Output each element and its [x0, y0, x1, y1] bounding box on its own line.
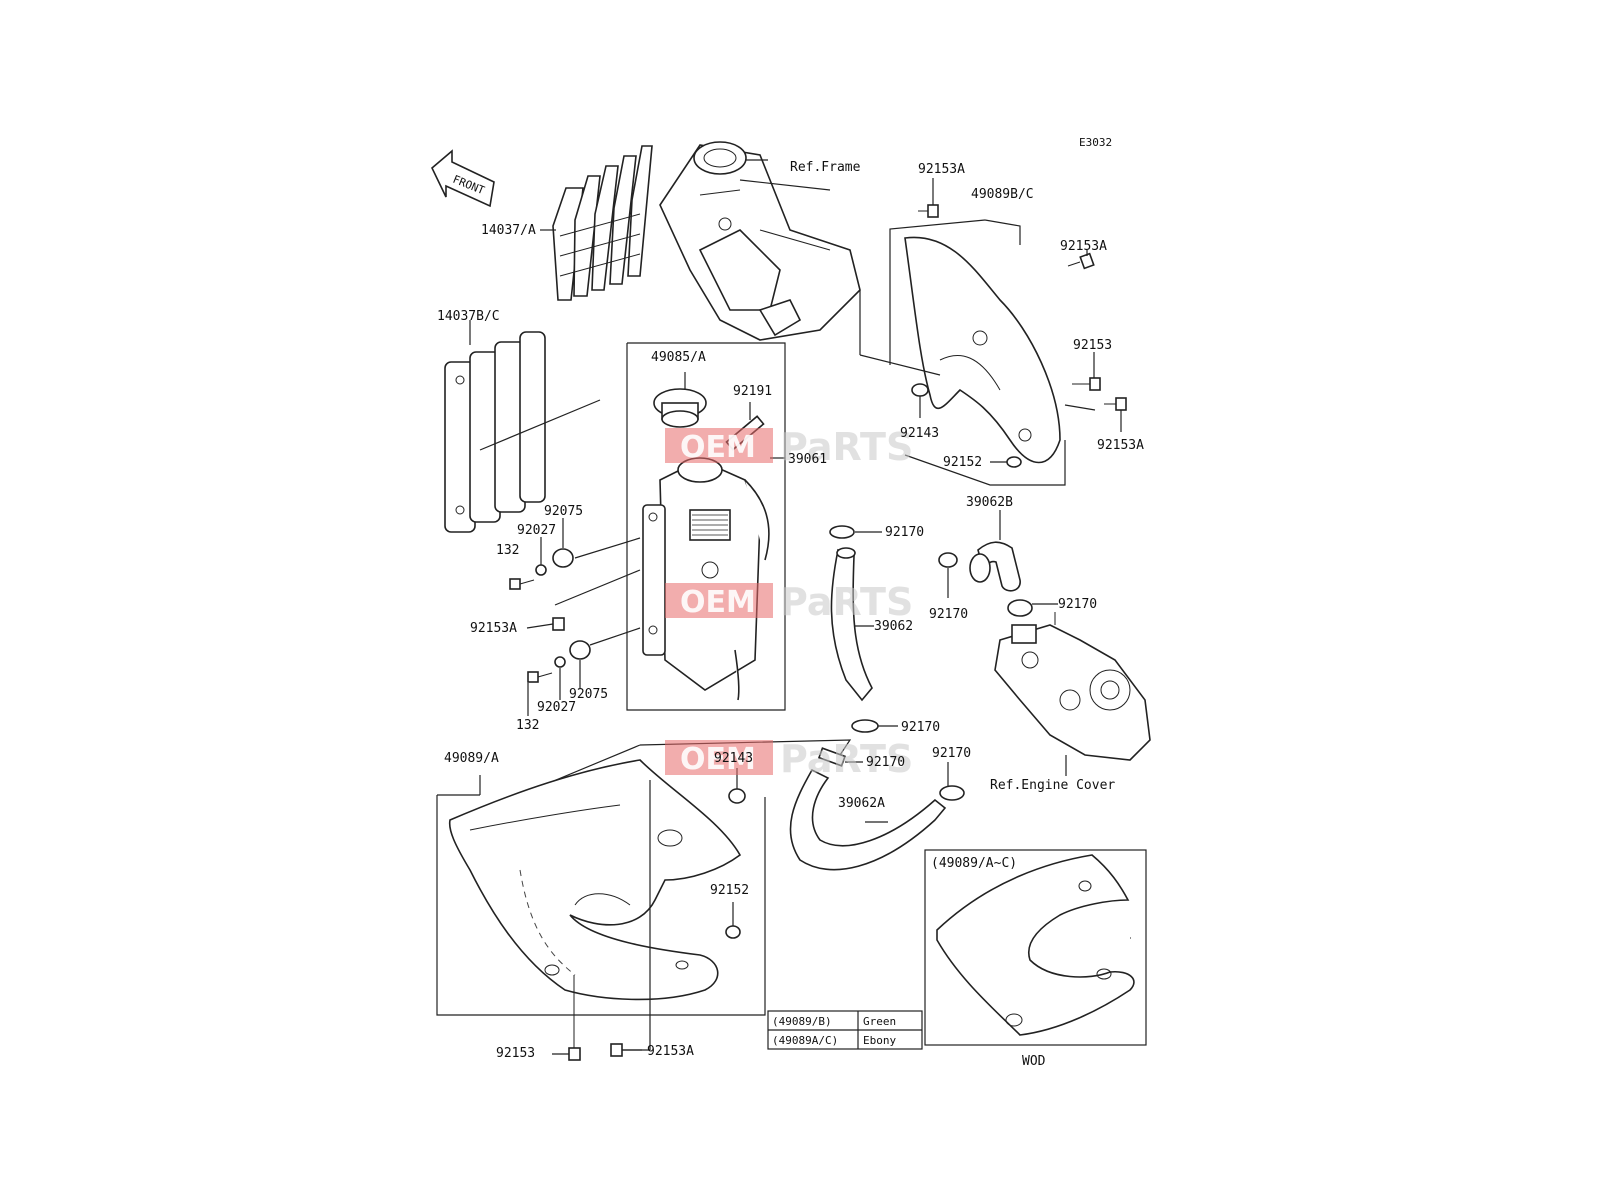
label-92075-upper: 92075 — [544, 504, 583, 519]
bolt-92153-right — [1072, 377, 1101, 391]
front-arrow-icon: FRONT — [431, 149, 495, 208]
label-39062: 39062 — [874, 619, 913, 634]
label-92153a-left: 92153A — [470, 621, 517, 636]
bolt-132-upper — [509, 578, 535, 590]
bolt-92153a-left — [552, 617, 565, 631]
label-14037a: 14037/A — [481, 223, 536, 238]
collar-92152-left — [725, 925, 741, 939]
label-92170-e: 92170 — [866, 755, 905, 770]
hose-clamp-92170-a — [829, 525, 855, 539]
watermark-3: OEM PaRTS — [665, 737, 913, 781]
radiator-shroud-right — [904, 236, 1061, 464]
svg-text:OEM: OEM — [680, 430, 756, 465]
label-92153a-bottom: 92153A — [647, 1044, 694, 1059]
radiator-cap — [653, 388, 707, 428]
frame-reference — [659, 141, 861, 341]
label-ref-frame: Ref.Frame — [790, 160, 861, 175]
bolt-92153a-top — [918, 204, 939, 218]
radiator-shroud-left — [448, 759, 742, 1001]
label-inset-title: (49089/A~C) — [931, 856, 1017, 871]
color-table-part-1: (49089/B) — [772, 1015, 832, 1028]
hose-39062 — [830, 547, 873, 702]
label-92170-c: 92170 — [1058, 597, 1097, 612]
label-92027-lower: 92027 — [537, 700, 576, 715]
svg-text:OEM: OEM — [680, 742, 756, 777]
label-92153-bottom: 92153 — [496, 1046, 535, 1061]
color-table-color-1: Green — [863, 1015, 896, 1028]
svg-text:PaRTS: PaRTS — [780, 580, 913, 624]
label-92143-right: 92143 — [900, 426, 939, 441]
label-92170-a: 92170 — [885, 525, 924, 540]
diagram-code: E3032 — [1079, 136, 1112, 149]
label-49089a: 49089/A — [444, 751, 499, 766]
grommet-92075-lower — [569, 640, 591, 660]
label-132-lower: 132 — [516, 718, 539, 733]
radiator-guard-top — [552, 145, 653, 301]
radiator-guard-side — [444, 331, 546, 533]
hose-clamp-92170-d — [851, 719, 879, 733]
label-39061: 39061 — [788, 452, 827, 467]
bolt-92153a-right-2 — [1104, 397, 1127, 411]
svg-text:OEM: OEM — [680, 585, 756, 620]
hose-clamp-92170-c — [1007, 599, 1033, 617]
label-92170-b: 92170 — [929, 607, 968, 622]
inset-shroud-view — [924, 849, 1147, 1046]
grommet-92143-left — [728, 788, 746, 804]
label-39062a: 39062A — [838, 796, 885, 811]
label-49085a: 49085/A — [651, 350, 706, 365]
hose-39062b — [969, 541, 1021, 592]
label-92153a-top: 92153A — [918, 162, 965, 177]
engine-cover-reference — [994, 612, 1151, 761]
label-92075-lower: 92075 — [569, 687, 608, 702]
label-92152-right: 92152 — [943, 455, 982, 470]
bolt-92153a-right-1 — [1067, 252, 1095, 270]
hose-39062a — [789, 768, 947, 871]
watermark-2: OEM PaRTS — [665, 580, 913, 624]
watermark-1: OEM PaRTS — [665, 425, 913, 469]
label-92153a-right-1: 92153A — [1060, 239, 1107, 254]
hose-clamp-92170-b — [938, 552, 958, 568]
label-ref-engine-cover: Ref.Engine Cover — [990, 778, 1115, 793]
label-inset-caption: WOD — [1022, 1054, 1046, 1069]
collar-92152-right — [1006, 456, 1022, 468]
hose-clamp-92170-f — [939, 785, 965, 801]
label-92170-f: 92170 — [932, 746, 971, 761]
label-132-upper: 132 — [496, 543, 519, 558]
bolt-132-lower — [527, 671, 553, 683]
label-92170-d: 92170 — [901, 720, 940, 735]
color-table-part-2: (49089A/C) — [772, 1034, 838, 1047]
radiator-body — [642, 457, 770, 701]
svg-text:PaRTS: PaRTS — [780, 737, 913, 781]
label-92153-right: 92153 — [1073, 338, 1112, 353]
grommet-92143-right — [911, 383, 929, 397]
label-92027-upper: 92027 — [517, 523, 556, 538]
label-92191: 92191 — [733, 384, 772, 399]
hose-clamp-92170-e — [817, 747, 847, 767]
bolt-92153a-bottom — [610, 1043, 623, 1057]
label-49089bc: 49089B/C — [971, 187, 1034, 202]
label-39062b: 39062B — [966, 495, 1013, 510]
label-14037bc: 14037B/C — [437, 309, 500, 324]
collar-92027-upper — [535, 564, 547, 576]
label-92153a-right-2: 92153A — [1097, 438, 1144, 453]
label-92143-left: 92143 — [714, 751, 753, 766]
svg-text:PaRTS: PaRTS — [780, 425, 913, 469]
color-table-color-2: Ebony — [863, 1034, 896, 1047]
label-92152-left: 92152 — [710, 883, 749, 898]
color-table: (49089/B) Green (49089A/C) Ebony — [767, 1010, 923, 1050]
grommet-92075-upper — [552, 548, 574, 568]
collar-92027-lower — [554, 656, 566, 668]
